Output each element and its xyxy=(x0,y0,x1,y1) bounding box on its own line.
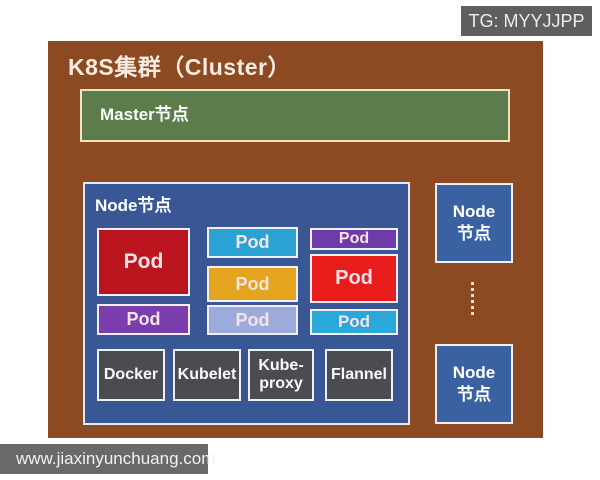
watermark-bar: www.jiaxinyunchuang.com xyxy=(0,444,215,474)
component-kubelet: Kubelet xyxy=(173,349,241,401)
pod-box: Pod xyxy=(207,266,298,302)
component-docker: Docker xyxy=(97,349,165,401)
pod-box: Pod xyxy=(207,305,298,335)
main-node-box: Node节点 Pod Pod Pod Pod Pod Pod Pod Pod D… xyxy=(83,182,410,425)
pod-box: Pod xyxy=(310,254,398,303)
component-kube-proxy: Kube- proxy xyxy=(248,349,314,401)
telegram-badge: TG: MYYJJPP xyxy=(461,6,592,36)
master-node-label: Master节点 xyxy=(100,105,189,124)
component-flannel: Flannel xyxy=(325,349,393,401)
k8s-cluster-diagram: K8S集群（Cluster） Master节点 Node节点 Pod Pod P… xyxy=(48,41,543,438)
pod-box: Pod xyxy=(97,304,190,335)
ellipsis-dots-icon xyxy=(468,282,476,315)
pod-box: Pod xyxy=(207,227,298,258)
master-node-box: Master节点 xyxy=(80,89,510,142)
side-node-box-1: Node 节点 xyxy=(435,183,513,263)
side-node-box-2: Node 节点 xyxy=(435,344,513,424)
main-node-label: Node节点 xyxy=(95,196,172,215)
cluster-title: K8S集群（Cluster） xyxy=(68,54,291,80)
pod-box: Pod xyxy=(97,228,190,296)
watermark-url: www.jiaxinyunchuang.com xyxy=(16,449,216,468)
pod-box: Pod xyxy=(310,309,398,335)
pod-box: Pod xyxy=(310,228,398,250)
telegram-badge-label: TG: MYYJJPP xyxy=(468,10,585,31)
